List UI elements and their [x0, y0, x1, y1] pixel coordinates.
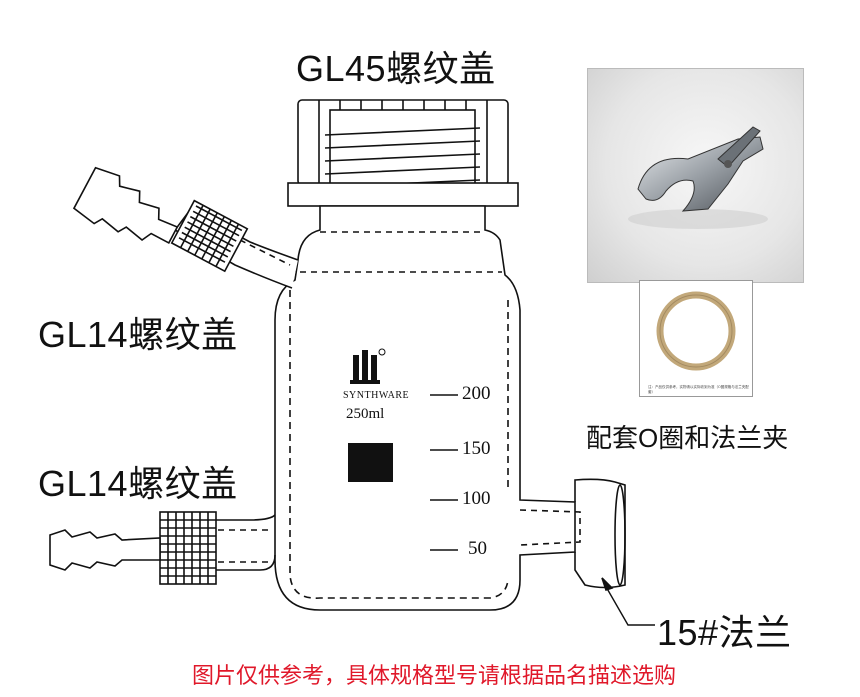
clamp-icon	[628, 126, 768, 229]
lower-gl14-cap-label: GL14螺纹盖	[38, 463, 238, 504]
gl45-cap-label: GL45螺纹盖	[296, 48, 496, 89]
graduation-200: 200	[462, 383, 491, 404]
label-block	[348, 443, 393, 482]
synthware-logo-icon	[350, 348, 386, 384]
lower-hose-barb-icon	[49, 529, 161, 571]
gl45-cap-icon	[287, 99, 519, 207]
graduation-150: 150	[462, 438, 491, 459]
flange-callout-line	[604, 584, 655, 626]
accessories-label: 配套O圈和法兰夹	[586, 423, 789, 453]
graduation-100: 100	[462, 488, 491, 509]
flange-label: 15#法兰	[657, 612, 792, 653]
bottle-body	[274, 205, 626, 611]
o-ring-photo: 注：产品仅供参考，实物请以实际收到为准（O圈规格与法兰夹配套）	[639, 280, 753, 397]
upper-gl14-cap-label: GL14螺纹盖	[38, 314, 238, 355]
graduation-50: 50	[468, 538, 487, 559]
lower-gl14-cap-icon	[159, 511, 217, 585]
upper-gl14-cap-icon	[170, 199, 249, 273]
brand-name: SYNTHWARE	[343, 390, 410, 401]
o-ring-icon	[656, 291, 736, 371]
volume-label: 250ml	[346, 406, 385, 422]
o-ring-caption: 注：产品仅供参考，实物请以实际收到为准（O圈规格与法兰夹配套）	[648, 385, 749, 394]
disclaimer-text: 图片仅供参考，具体规格型号请根据品名描述选购	[192, 663, 677, 688]
lower-side-arm	[214, 514, 276, 571]
upper-hose-barb-icon	[72, 166, 179, 244]
flange-clamp-photo	[587, 68, 804, 283]
